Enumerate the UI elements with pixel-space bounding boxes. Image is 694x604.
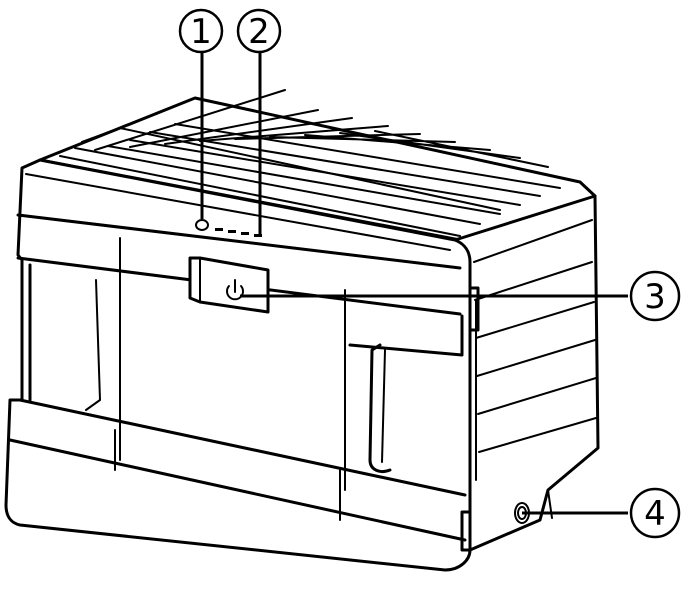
callout-3-label: 3 xyxy=(644,277,666,317)
callout-3: 3 xyxy=(629,270,681,322)
indicator-light xyxy=(228,230,236,233)
indicator-light xyxy=(254,234,262,237)
indicator-lights-icon xyxy=(215,228,223,231)
right-side-panel xyxy=(453,194,600,552)
indicator-light xyxy=(241,232,249,235)
callout-1-label: 1 xyxy=(190,12,212,52)
front-body xyxy=(4,158,480,572)
status-led-icon xyxy=(195,219,209,231)
callout-2: 2 xyxy=(236,8,282,54)
callout-2-label: 2 xyxy=(248,12,270,52)
callout-1: 1 xyxy=(178,8,224,54)
callout-4: 4 xyxy=(629,487,681,539)
power-icon xyxy=(226,279,244,301)
indicator-lights xyxy=(215,228,262,237)
power-button[interactable] xyxy=(188,256,270,314)
callout-4-label: 4 xyxy=(644,494,666,534)
status-led xyxy=(195,219,209,231)
